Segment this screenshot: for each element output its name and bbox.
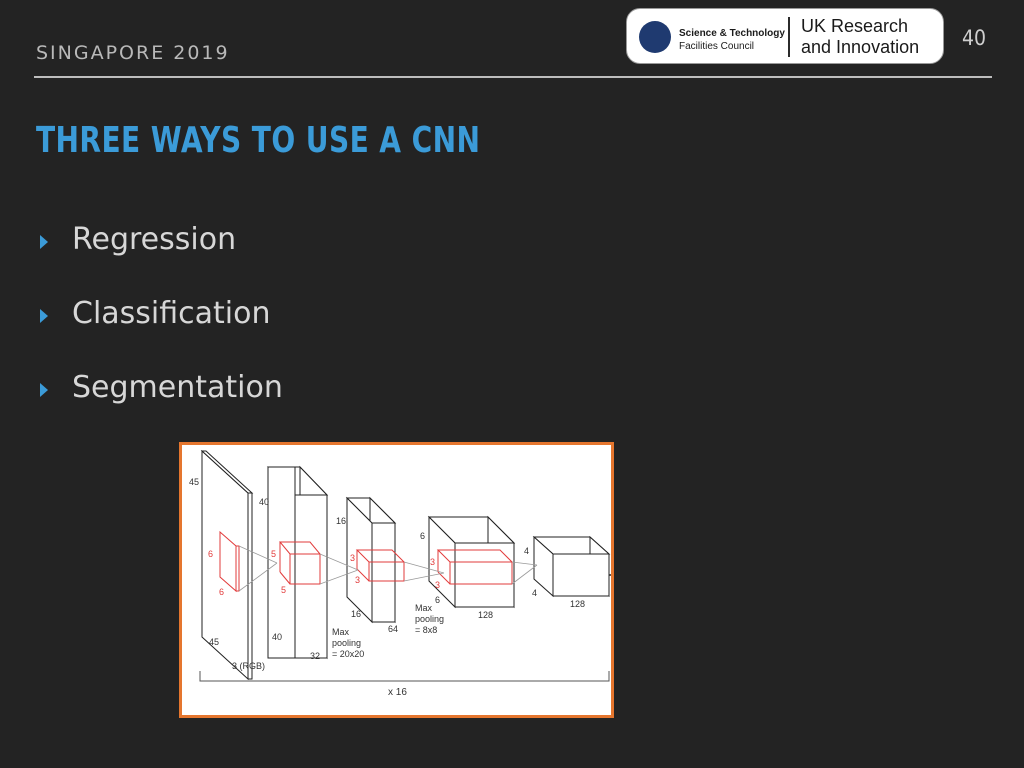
- layer1-kernel-h-label: 6: [208, 549, 213, 559]
- bullet-arrow-icon: [40, 235, 48, 249]
- layer5-channels-label: 128: [570, 599, 585, 609]
- layer1-width-label: 45: [209, 637, 219, 647]
- layer2-kernel-h-label: 5: [271, 549, 276, 559]
- slide-title: THREE WAYS TO USE A CNN: [36, 120, 481, 161]
- bullet-item: Classification: [40, 296, 283, 370]
- layer3-face: [371, 522, 396, 623]
- layer4-kernel-w-label: 3: [435, 580, 440, 590]
- pool2-label-line1: Max: [415, 603, 433, 613]
- pool1-label-line2: pooling: [332, 638, 361, 648]
- header-divider: [34, 76, 992, 78]
- layer4-height-label: 6: [420, 531, 425, 541]
- event-label: SINGAPORE 2019: [36, 42, 230, 64]
- pool2-label-line2: pooling: [415, 614, 444, 624]
- stfc-emblem-icon: [639, 21, 671, 53]
- layer3-kernel-w-label: 3: [355, 575, 360, 585]
- repeat-label: x 16: [388, 687, 407, 698]
- layer2-front: [267, 466, 296, 659]
- stfc-ukri-logo: Science & Technology Facilities Council …: [626, 8, 944, 64]
- bullet-arrow-icon: [40, 309, 48, 323]
- layer2-width-label: 40: [272, 632, 282, 642]
- cnn-diagram: 45 45 3 (RGB) 6 6 40 40 32 5 5 Max pooli…: [189, 449, 611, 698]
- layer4-kernel-h-label: 3: [430, 557, 435, 567]
- pool1-label-line3: = 20x20: [332, 649, 364, 659]
- layer3-kernel-h-label: 3: [350, 553, 355, 563]
- logo-stfc-line2: Facilities Council: [679, 41, 755, 52]
- layer3-height-label: 16: [336, 516, 346, 526]
- logo-divider: [788, 17, 790, 57]
- repeat-bracket: [199, 671, 610, 682]
- layer3-width-label: 16: [351, 609, 361, 619]
- layer1-height-label: 45: [189, 477, 199, 487]
- bullet-text: Segmentation: [72, 370, 283, 405]
- layer1-kernel-w-label: 6: [219, 587, 224, 597]
- cnn-architecture-figure: 45 45 3 (RGB) 6 6 40 40 32 5 5 Max pooli…: [179, 442, 614, 718]
- bullet-text: Classification: [72, 296, 271, 331]
- layer2-channels-label: 32: [310, 651, 320, 661]
- layer2-face: [294, 494, 328, 659]
- layer2-height-label: 40: [259, 497, 269, 507]
- layer4-channels-label: 128: [478, 610, 493, 620]
- logo-ukri-line2: and Innovation: [801, 37, 920, 57]
- layer5-height-label: 4: [524, 546, 529, 556]
- layer4-face: [454, 542, 515, 608]
- layer3-channels-label: 64: [388, 624, 398, 634]
- layer5-face: [552, 553, 610, 597]
- pool1-label-line1: Max: [332, 627, 350, 637]
- pool2-label-line3: = 8x8: [415, 625, 437, 635]
- bullet-text: Regression: [72, 222, 237, 257]
- page-number: 40: [962, 26, 987, 50]
- layer2-kernel-w-label: 5: [281, 585, 286, 595]
- layer4-width-label: 6: [435, 595, 440, 605]
- bullet-arrow-icon: [40, 383, 48, 397]
- bullet-item: Regression: [40, 222, 283, 296]
- layer1-channels-label: 3 (RGB): [232, 661, 265, 671]
- bullet-item: Segmentation: [40, 370, 283, 444]
- layer1-side: [247, 492, 253, 680]
- logo-stfc-line1: Science & Technology: [679, 28, 785, 39]
- bullet-list: Regression Classification Segmentation: [40, 222, 283, 444]
- logo-ukri-line1: UK Research: [801, 16, 909, 36]
- layer5-width-label: 4: [532, 588, 537, 598]
